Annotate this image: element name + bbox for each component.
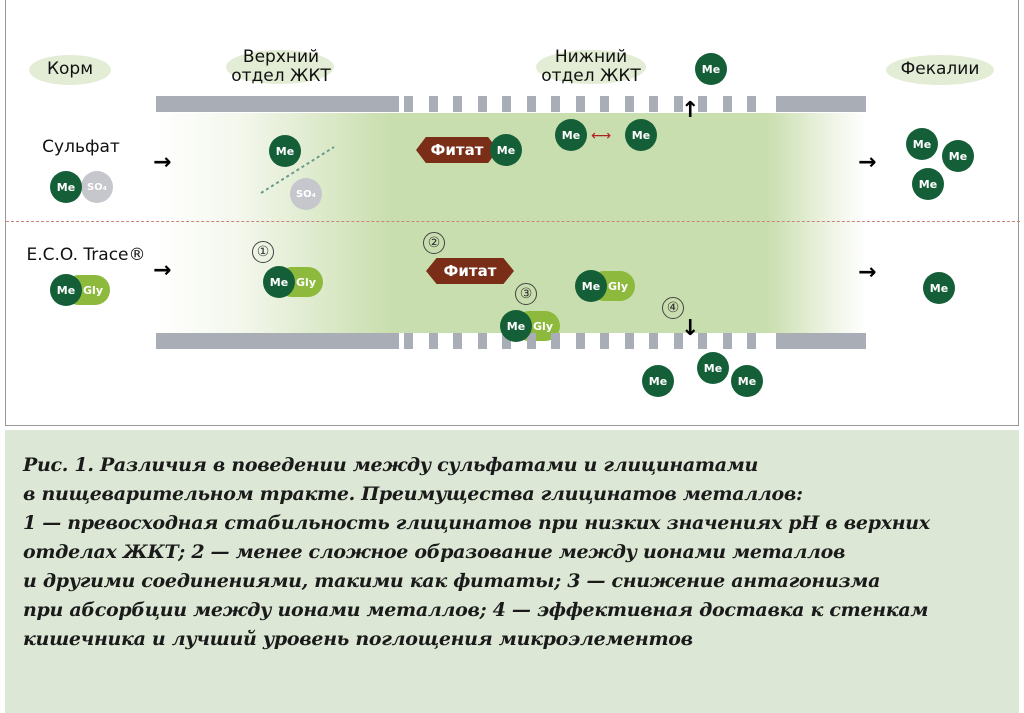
feed-label: Корм — [46, 59, 94, 79]
phytate: Фитат — [416, 137, 498, 163]
arrow-down-icon: ↓ — [681, 316, 700, 341]
upper-label-2: отдел ЖКТ — [231, 66, 331, 86]
metal-ion: Me — [942, 140, 974, 172]
caption-line: при абсорбции между ионами металлов; 4 —… — [23, 599, 929, 621]
porous-wall-segment — [747, 333, 756, 349]
arrow-right-icon: → — [858, 150, 877, 175]
feces-label: Фекалии — [900, 59, 980, 79]
metal-ion: Me — [269, 135, 301, 167]
phytate: Фитат — [426, 258, 514, 284]
metal-ion: Me — [50, 274, 82, 306]
diagram: Корм Верхний отдел ЖКТ Нижний отдел ЖКТ … — [5, 0, 1020, 426]
caption-line: и другими соединениями, такими как фитат… — [23, 570, 881, 592]
metal-ion: Me — [697, 352, 729, 384]
metal-ion: Me — [50, 171, 82, 203]
porous-wall-segment — [428, 333, 438, 349]
porous-wall-segment — [404, 333, 413, 349]
porous-wall-segment — [649, 96, 658, 112]
metal-ion: Me — [575, 270, 607, 302]
arrow-right-icon: → — [153, 150, 172, 175]
porous-wall-segment — [453, 96, 462, 112]
lower-label-1: Нижний — [554, 47, 628, 67]
metal-ion: Me — [555, 119, 587, 151]
feces-bubble — [886, 55, 994, 85]
marker-1: ① — [252, 241, 274, 263]
porous-wall-segment — [649, 333, 658, 349]
intestine-wall-bottom — [156, 333, 399, 349]
porous-wall-segment — [477, 96, 487, 112]
marker-4: ④ — [662, 297, 684, 319]
porous-wall-segment — [698, 96, 707, 112]
metal-ion: Me — [490, 134, 522, 166]
metal-ion: Me — [906, 128, 938, 160]
porous-wall-segment — [502, 333, 511, 349]
porous-wall-segment — [428, 96, 438, 112]
porous-wall-segment — [600, 333, 609, 349]
porous-wall-segment — [575, 96, 585, 112]
intestine-wall-bottom-end — [776, 333, 866, 349]
dissociation-line — [260, 146, 335, 194]
porous-wall-segment — [698, 333, 707, 349]
caption-line: отделах ЖКТ; 2 — менее сложное образован… — [23, 541, 846, 563]
lower-bubble — [536, 50, 646, 84]
sulfate-label: Сульфат — [42, 137, 120, 157]
intestine-wall-top — [156, 96, 399, 112]
metal-ion: Me — [923, 272, 955, 304]
upper-bubble — [226, 50, 334, 84]
metal-ion: Me — [642, 365, 674, 397]
sulfate-ion: SO₄ — [290, 178, 322, 210]
metal-ion: Me — [695, 53, 727, 85]
porous-wall-segment — [673, 96, 683, 112]
figure-caption: Рис. 1. Различия в поведении между сульф… — [5, 430, 1019, 713]
porous-wall-segment — [600, 96, 609, 112]
porous-wall-segment — [624, 96, 634, 112]
metal-ion: Me — [625, 119, 657, 151]
antagonism-arrow-icon: ⟷ — [591, 128, 612, 144]
porous-wall-segment — [502, 96, 511, 112]
caption-line: в пищеварительном тракте. Преимущества г… — [23, 483, 803, 505]
metal-ion: Me — [263, 266, 295, 298]
porous-wall-segment — [673, 333, 683, 349]
porous-wall-segment — [477, 333, 487, 349]
feed-bubble — [29, 55, 111, 85]
porous-wall-segment — [526, 96, 536, 112]
intestine-wall-top-end — [776, 96, 866, 112]
porous-wall-segment — [404, 96, 413, 112]
marker-2: ② — [423, 232, 445, 254]
metal-ion: Me — [500, 310, 532, 342]
marker-3: ③ — [515, 283, 537, 305]
arrow-up-icon: ↑ — [681, 98, 700, 123]
porous-wall-segment — [624, 333, 634, 349]
porous-wall-segment — [747, 96, 756, 112]
eco-trace-label: E.C.O. Trace® — [26, 245, 146, 265]
metal-ion: Me — [731, 365, 763, 397]
arrow-right-icon: → — [858, 260, 877, 285]
porous-wall-segment — [551, 96, 560, 112]
porous-wall-segment — [722, 96, 732, 112]
caption-line: 1 — превосходная стабильность глицинатов… — [23, 512, 930, 534]
metal-ion: Me — [912, 168, 944, 200]
porous-wall-segment — [526, 333, 536, 349]
porous-wall-segment — [575, 333, 585, 349]
arrow-right-icon: → — [153, 258, 172, 283]
porous-wall-segment — [722, 333, 732, 349]
sulfate-ion: SO₄ — [81, 171, 113, 203]
upper-label-1: Верхний — [242, 47, 320, 67]
porous-wall-segment — [551, 333, 560, 349]
caption-line: Рис. 1. Различия в поведении между сульф… — [23, 454, 759, 476]
row-divider — [6, 221, 1020, 222]
caption-line: кишечника и лучший уровень поглощения ми… — [23, 628, 693, 650]
porous-wall-segment — [453, 333, 462, 349]
lower-label-2: отдел ЖКТ — [541, 66, 641, 86]
